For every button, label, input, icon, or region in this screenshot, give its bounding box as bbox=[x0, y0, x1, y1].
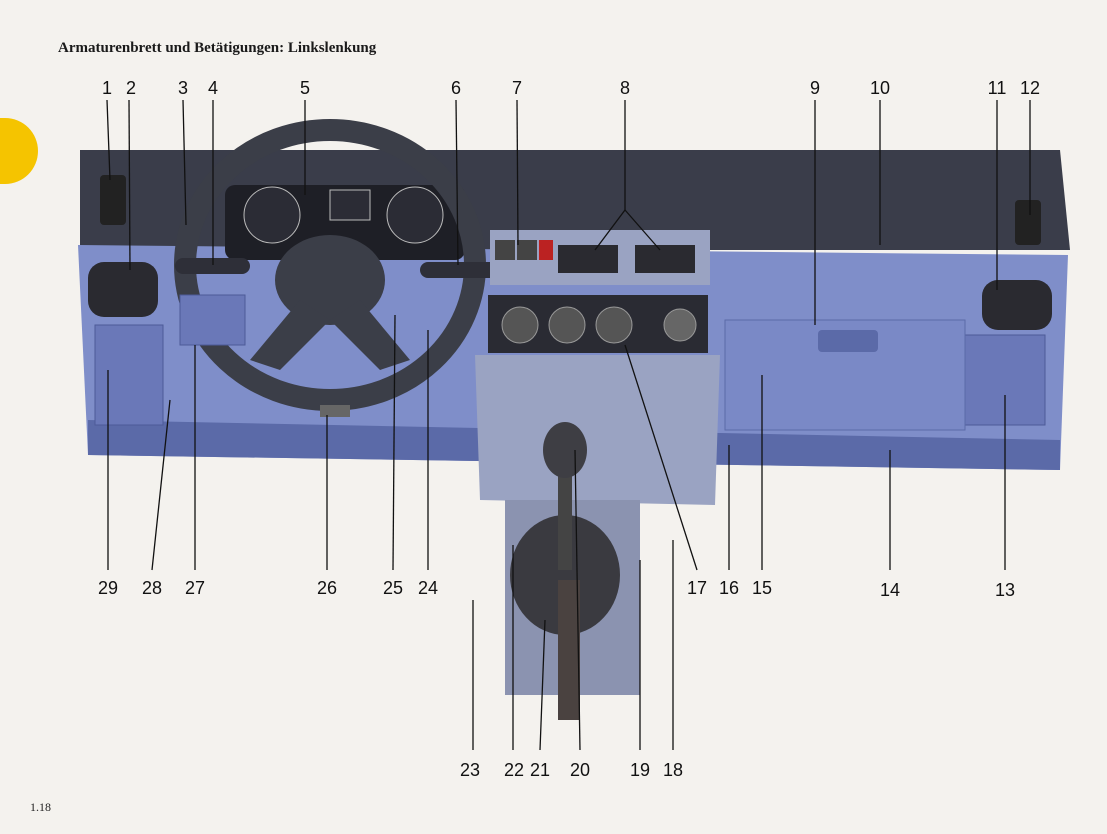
callout-6: 6 bbox=[451, 78, 461, 99]
callout-16: 16 bbox=[719, 578, 739, 599]
callout-13: 13 bbox=[995, 580, 1015, 601]
callout-26: 26 bbox=[317, 578, 337, 599]
callout-21: 21 bbox=[530, 760, 550, 781]
callout-24: 24 bbox=[418, 578, 438, 599]
callout-27: 27 bbox=[185, 578, 205, 599]
page-number: 1.18 bbox=[30, 800, 51, 815]
callout-29: 29 bbox=[98, 578, 118, 599]
callout-22: 22 bbox=[504, 760, 524, 781]
callout-3: 3 bbox=[178, 78, 188, 99]
callout-2: 2 bbox=[126, 78, 136, 99]
callout-1: 1 bbox=[102, 78, 112, 99]
callout-20: 20 bbox=[570, 760, 590, 781]
callout-17: 17 bbox=[687, 578, 707, 599]
callout-28: 28 bbox=[142, 578, 162, 599]
callout-12: 12 bbox=[1020, 78, 1040, 99]
callout-15: 15 bbox=[752, 578, 772, 599]
callout-25: 25 bbox=[383, 578, 403, 599]
callout-7: 7 bbox=[512, 78, 522, 99]
callout-4: 4 bbox=[208, 78, 218, 99]
callout-5: 5 bbox=[300, 78, 310, 99]
callout-8: 8 bbox=[620, 78, 630, 99]
callout-14: 14 bbox=[880, 580, 900, 601]
callout-19: 19 bbox=[630, 760, 650, 781]
callout-11: 11 bbox=[988, 78, 1007, 99]
callout-9: 9 bbox=[810, 78, 820, 99]
callout-10: 10 bbox=[870, 78, 890, 99]
callout-23: 23 bbox=[460, 760, 480, 781]
callout-18: 18 bbox=[663, 760, 683, 781]
